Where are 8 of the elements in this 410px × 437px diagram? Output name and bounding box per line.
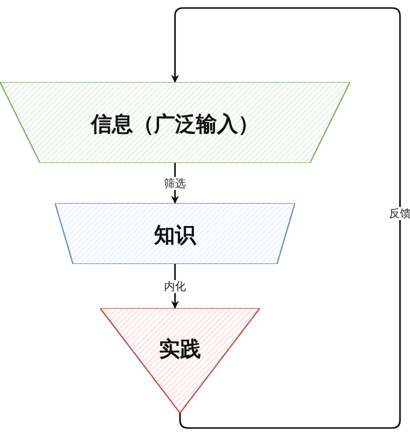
- arrow: [171, 7, 401, 429]
- node-label: 知识: [154, 222, 196, 248]
- arrow: [171, 264, 179, 309]
- node-label: 信息（广泛输入）: [91, 110, 259, 138]
- node-label: 实践: [159, 336, 201, 363]
- edge-label: 内化: [163, 280, 187, 292]
- arrow: [171, 163, 179, 204]
- edge-label: 筛选: [163, 176, 187, 190]
